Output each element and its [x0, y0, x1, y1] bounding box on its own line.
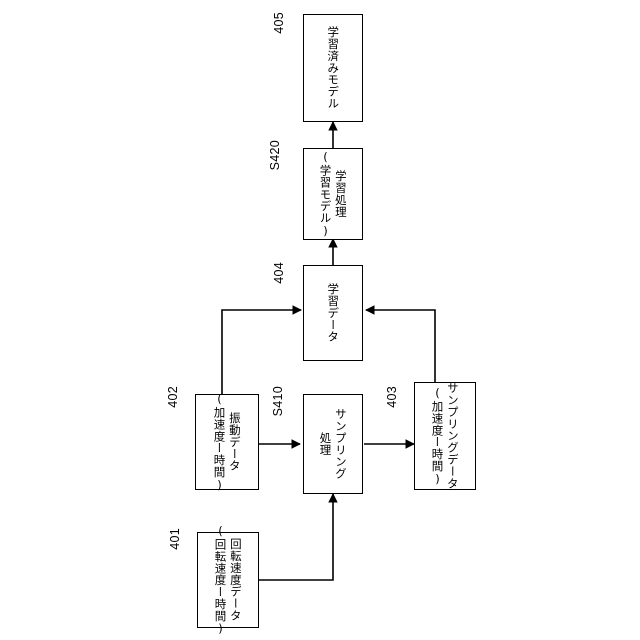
node-rotation-speed-data-label-line1: 回転速度データ: [228, 538, 243, 622]
node-rotation-speed-data-label-line2: (回転速度ー時間): [213, 523, 228, 637]
ref-label-402: 402: [166, 386, 180, 408]
ref-label-401: 401: [168, 528, 182, 550]
node-vibration-data[interactable]: 振動データ (加速度ー時間): [195, 391, 259, 493]
node-learning-process-label-line2: (学習モデル): [318, 149, 333, 239]
ref-label-405: 405: [272, 12, 286, 34]
node-sampling-data[interactable]: サンプリングデータ (加速度ー時間): [414, 382, 476, 490]
node-vibration-data-label-line1: 振動データ: [227, 412, 242, 472]
node-training-data[interactable]: 学習データ: [303, 265, 363, 361]
node-learning-process-label-line1: 学習処理: [333, 170, 348, 218]
node-trained-model[interactable]: 学習済みモデル: [303, 14, 363, 122]
node-sampling-process-label-line2: 処理: [318, 432, 333, 456]
node-sampling-process-label-line1: サンプリング: [333, 408, 348, 480]
node-training-data-label-line1: 学習データ: [326, 283, 341, 343]
ref-label-s420: S420: [268, 140, 282, 171]
connector-rotation-speed-to-sampling: [259, 493, 338, 581]
connector-vibration-to-training-data: [221, 305, 302, 394]
ref-label-s410: S410: [271, 386, 285, 417]
node-vibration-data-label-line2: (加速度ー時間): [212, 391, 227, 493]
ref-label-404: 404: [272, 262, 286, 284]
node-rotation-speed-data[interactable]: 回転速度データ (回転速度ー時間): [197, 524, 259, 636]
node-sampling-data-label-line1: サンプリングデータ: [445, 382, 460, 490]
node-learning-process[interactable]: 学習処理 (学習モデル): [303, 148, 363, 240]
node-sampling-data-label-line2: (加速度ー時間): [430, 385, 445, 487]
node-trained-model-label-line1: 学習済みモデル: [326, 26, 341, 110]
node-sampling-process[interactable]: サンプリング 処理: [303, 394, 363, 494]
ref-label-403: 403: [385, 386, 399, 408]
